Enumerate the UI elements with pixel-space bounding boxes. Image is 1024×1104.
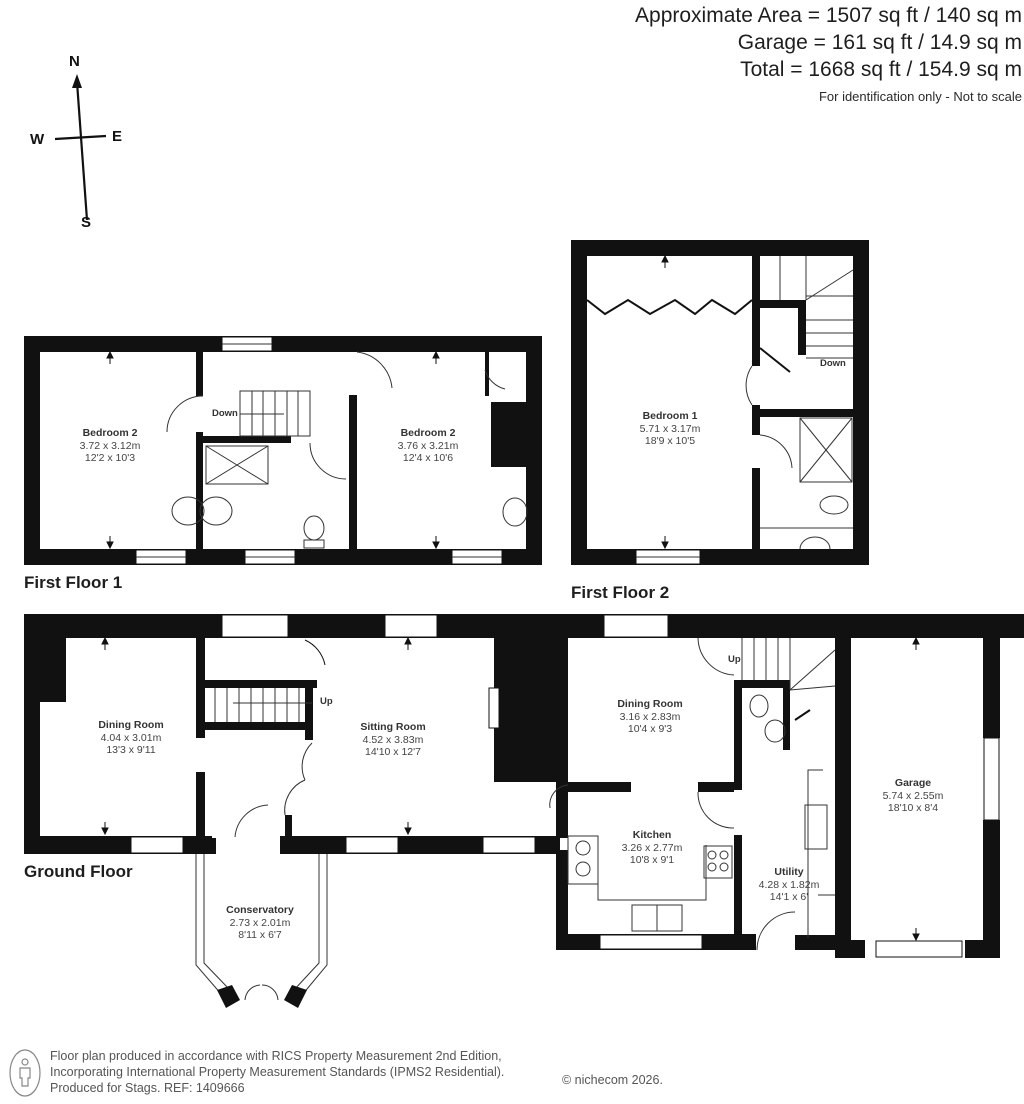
stairs-down-ff1: Down <box>212 408 238 419</box>
person-icon <box>9 1049 41 1097</box>
room-garage: Garage 5.74 x 2.55m 18'10 x 8'4 <box>882 777 944 814</box>
footer-line-2: Incorporating International Property Mea… <box>50 1065 505 1079</box>
footer-line-1: Floor plan produced in accordance with R… <box>50 1049 502 1063</box>
room-dining-room-west: Dining Room 4.04 x 3.01m 13'3 x 9'11 <box>98 719 164 756</box>
compass-south: S <box>81 214 92 231</box>
room-bedroom-2-east: Bedroom 2 3.76 x 3.21m 12'4 x 10'6 <box>397 427 459 464</box>
compass-east: E <box>112 128 123 145</box>
compass-west: W <box>30 131 45 148</box>
total-area: Total = 1668 sq ft / 154.9 sq m <box>740 58 1022 81</box>
room-bedroom-1: Bedroom 1 5.71 x 3.17m 18'9 x 10'5 <box>639 410 701 447</box>
floor-label-first-floor-2: First Floor 2 <box>571 583 670 602</box>
room-utility: Utility 4.28 x 1.82m 14'1 x 6' <box>758 866 820 903</box>
floor-label-ground-floor: Ground Floor <box>24 862 133 881</box>
stairs-up-gf-1: Up <box>320 696 333 707</box>
stairs-down-ff2: Down <box>820 358 846 369</box>
compass-north: N <box>69 53 80 70</box>
room-sitting-room: Sitting Room 4.52 x 3.83m 14'10 x 12'7 <box>360 721 426 758</box>
footer: Floor plan produced in accordance with R… <box>8 1048 504 1098</box>
copyright: © nichecom 2026. <box>562 1073 663 1087</box>
room-conservatory: Conservatory 2.73 x 2.01m 8'11 x 6'7 <box>226 904 294 941</box>
approximate-area: Approximate Area = 1507 sq ft / 140 sq m <box>635 4 1022 27</box>
room-kitchen: Kitchen 3.26 x 2.77m 10'8 x 9'1 <box>621 829 683 866</box>
room-dining-room-east: Dining Room 3.16 x 2.83m 10'4 x 9'3 <box>617 698 683 735</box>
compass-icon <box>54 74 107 221</box>
scale-note: For identification only - Not to scale <box>818 89 1022 104</box>
area-summary: Approximate Area = 1507 sq ft / 140 sq m… <box>635 2 1022 104</box>
footer-text: Floor plan produced in accordance with R… <box>50 1048 504 1096</box>
footer-line-3: Produced for Stags. REF: 1409666 <box>50 1081 245 1095</box>
stairs-up-gf-2: Up <box>728 654 741 665</box>
room-bedroom-2-west: Bedroom 2 3.72 x 3.12m 12'2 x 10'3 <box>79 427 141 464</box>
floor-label-first-floor-1: First Floor 1 <box>24 573 123 592</box>
garage-area: Garage = 161 sq ft / 14.9 sq m <box>737 31 1022 54</box>
